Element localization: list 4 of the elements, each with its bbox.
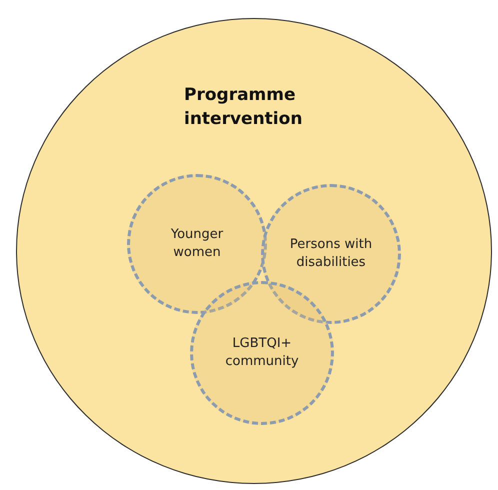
circle-title: Programme intervention	[184, 84, 304, 131]
circle-label: LGBTQI+ community	[224, 335, 300, 371]
circle-label: Younger women	[170, 226, 224, 262]
circle-label: Persons with disabilities	[288, 236, 374, 272]
